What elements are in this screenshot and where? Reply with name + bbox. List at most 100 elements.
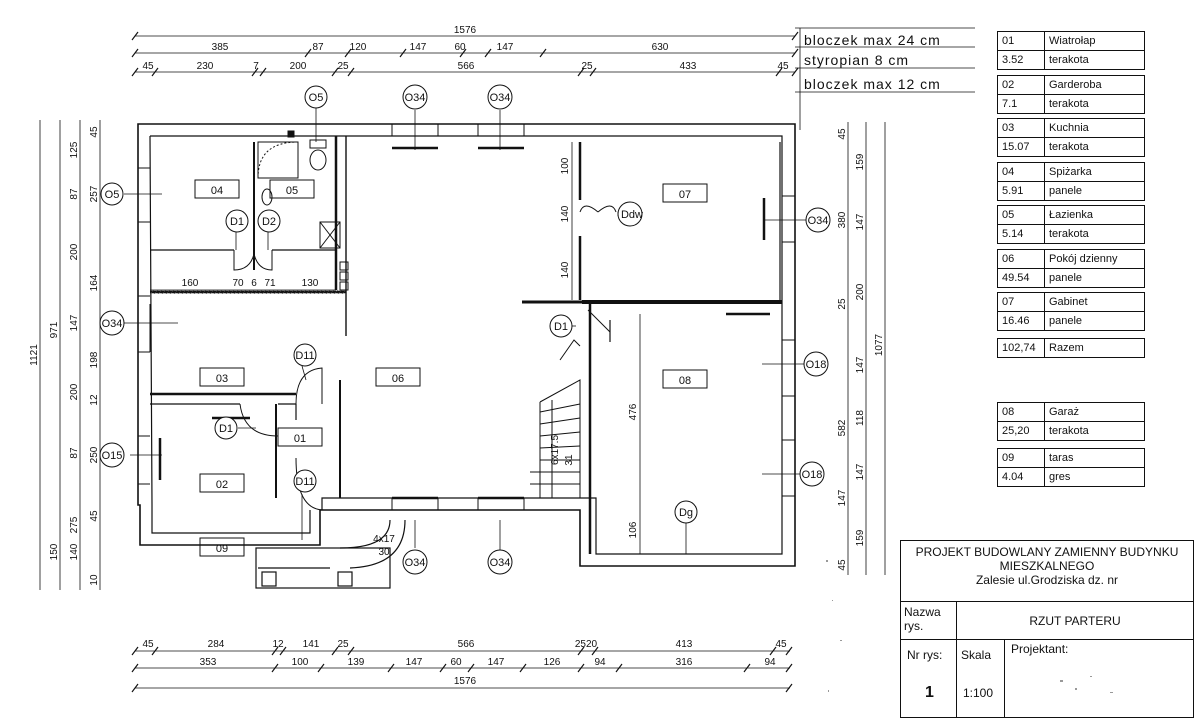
legend-row: 05 Łazienka bbox=[998, 206, 1144, 225]
svg-text:25: 25 bbox=[837, 298, 848, 310]
title-block: PROJEKT BUDOWLANY ZAMIENNY BUDYNKU MIESZ… bbox=[900, 540, 1194, 718]
svg-text:160: 160 bbox=[182, 278, 199, 289]
room-label-02: 02 bbox=[216, 479, 228, 491]
room-labels bbox=[194, 179, 708, 557]
svg-text:476: 476 bbox=[628, 403, 639, 420]
designer-cell: Projektant: bbox=[1005, 640, 1193, 718]
svg-text:10: 10 bbox=[89, 574, 100, 586]
svg-text:6x17.5: 6x17.5 bbox=[550, 435, 561, 465]
leader-lines bbox=[124, 108, 806, 552]
legend-room-name: Garaż bbox=[1049, 406, 1079, 418]
svg-text:30: 30 bbox=[378, 547, 390, 558]
legend-room-number: 01 bbox=[998, 32, 1045, 50]
svg-text:582: 582 bbox=[837, 419, 848, 436]
scan-noise bbox=[826, 560, 1113, 693]
note-block-12: bloczek max 12 cm bbox=[804, 76, 941, 92]
legend-room-area: 5.14 bbox=[998, 225, 1045, 243]
svg-text:200: 200 bbox=[69, 383, 80, 400]
legend-room-number: 06 bbox=[998, 249, 1045, 268]
svg-text:130: 130 bbox=[302, 278, 319, 289]
note-block-24: bloczek max 24 cm bbox=[804, 32, 941, 48]
svg-text:120: 120 bbox=[350, 42, 367, 53]
svg-text:140: 140 bbox=[560, 261, 571, 278]
walls bbox=[137, 123, 796, 567]
legend-room-area: 7.1 bbox=[998, 94, 1045, 113]
svg-text:45: 45 bbox=[775, 639, 787, 650]
legend-room-area: 25,20 bbox=[998, 422, 1045, 440]
legend-room-number: 05 bbox=[998, 206, 1045, 224]
svg-text:94: 94 bbox=[594, 657, 606, 668]
svg-text:45: 45 bbox=[837, 128, 848, 140]
scale-label: Skala bbox=[961, 648, 992, 662]
window-mark-o18-b: O18 bbox=[802, 469, 823, 481]
svg-text:147: 147 bbox=[855, 356, 866, 373]
room-label-08: 08 bbox=[679, 375, 691, 387]
legend-room-number: 04 bbox=[998, 162, 1045, 181]
svg-text:45: 45 bbox=[777, 61, 789, 72]
svg-text:25: 25 bbox=[337, 639, 349, 650]
svg-text:566: 566 bbox=[458, 61, 475, 72]
svg-text:147: 147 bbox=[410, 42, 427, 53]
right-row-b-dims: 159 147 200 147 118 147 bbox=[837, 153, 866, 506]
svg-text:125: 125 bbox=[69, 141, 80, 158]
scale-cell: Skala 1:100 bbox=[957, 640, 1005, 718]
top-row2-dims: 45 230 7 200 25 566 25 433 45 bbox=[142, 61, 789, 72]
svg-text:140: 140 bbox=[560, 205, 571, 222]
svg-text:45: 45 bbox=[142, 61, 154, 72]
door-mark-ddw: Ddw bbox=[621, 209, 643, 221]
svg-text:566: 566 bbox=[458, 639, 475, 650]
svg-text:118: 118 bbox=[855, 410, 866, 426]
legend-room-name: Gabinet bbox=[1049, 296, 1088, 308]
svg-text:6: 6 bbox=[251, 278, 257, 289]
top-total-dim: 1576 bbox=[454, 25, 477, 36]
window-mark-o5-left: O5 bbox=[105, 189, 120, 201]
svg-text:94: 94 bbox=[764, 657, 776, 668]
svg-text:159: 159 bbox=[855, 529, 866, 546]
door-mark-dg: Dg bbox=[679, 507, 693, 519]
door-mark-d11-b: D11 bbox=[295, 476, 314, 488]
door-mark-d1-a: D1 bbox=[230, 216, 244, 228]
svg-text:45: 45 bbox=[837, 559, 848, 571]
svg-text:70: 70 bbox=[232, 278, 244, 289]
internal-dims: 160 70 6 71 130 100 140 140 476 106 6x17… bbox=[182, 157, 639, 558]
legend-room-name: Łazienka bbox=[1049, 209, 1094, 221]
circle-marks bbox=[99, 84, 831, 575]
left-row-b-dims: 45 257 164 198 12 250 275 140 10 45 bbox=[69, 126, 100, 586]
left-second-dim: 971 bbox=[49, 321, 60, 338]
legend-room-area: 16.46 bbox=[998, 312, 1045, 330]
svg-text:353: 353 bbox=[200, 657, 217, 668]
room-label-09: 09 bbox=[216, 543, 228, 555]
legend-room-finish: panele bbox=[1049, 184, 1083, 197]
svg-text:147: 147 bbox=[837, 489, 848, 506]
svg-text:200: 200 bbox=[855, 283, 866, 300]
svg-text:141: 141 bbox=[303, 639, 320, 650]
legend-room-name: Garderoba bbox=[1049, 78, 1102, 91]
stairs bbox=[530, 339, 581, 498]
window-mark-o15: O15 bbox=[102, 450, 123, 462]
svg-text:25: 25 bbox=[581, 61, 593, 72]
legend-room-finish: panele bbox=[1049, 271, 1083, 284]
svg-text:140: 140 bbox=[69, 543, 80, 560]
top-dimensions bbox=[131, 27, 975, 130]
svg-text:12: 12 bbox=[272, 639, 284, 650]
svg-text:87: 87 bbox=[69, 188, 80, 200]
bottom-row2-dims: 353 100 139 147 60 147 126 94 316 94 bbox=[200, 657, 776, 668]
legend-room-finish: terakota bbox=[1049, 141, 1089, 153]
bottom-total-dim: 1576 bbox=[454, 676, 477, 687]
legend-room-number: 08 bbox=[998, 403, 1045, 421]
legend-room-name: Spiżarka bbox=[1049, 165, 1092, 178]
svg-text:433: 433 bbox=[680, 61, 697, 72]
svg-text:284: 284 bbox=[208, 639, 225, 650]
svg-text:45: 45 bbox=[89, 126, 100, 138]
